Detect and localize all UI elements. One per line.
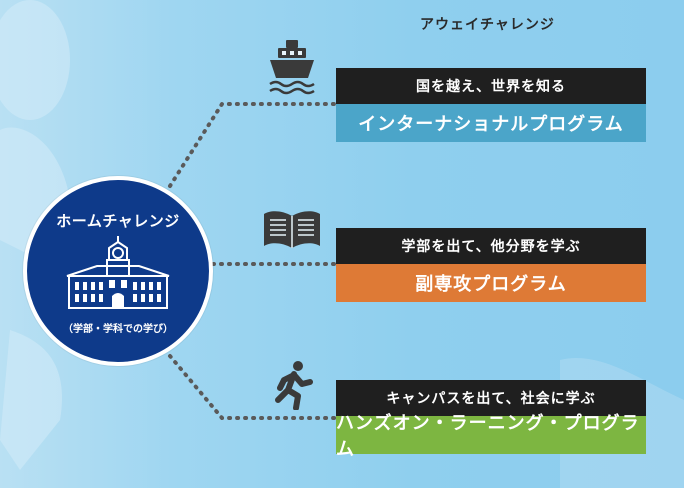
program-card-handson: キャンパスを出て、社会に学ぶ ハンズオン・ラーニング・プログラム <box>336 380 646 460</box>
program-name: 副専攻プログラム <box>336 264 646 302</box>
home-challenge-circle: ホームチャレンジ （学部・学科での学び） <box>23 176 213 366</box>
program-tagline: 学部を出て、他分野を学ぶ <box>336 228 646 264</box>
program-name: インターナショナルプログラム <box>336 104 646 142</box>
away-challenge-title: アウェイチャレンジ <box>420 17 555 33</box>
running-person-icon <box>275 361 313 410</box>
home-challenge-title: ホームチャレンジ <box>56 212 180 230</box>
program-card-international: 国を越え、世界を知る インターナショナルプログラム <box>336 68 646 142</box>
home-challenge-subtitle: （学部・学科での学び） <box>63 324 173 335</box>
program-tagline: 国を越え、世界を知る <box>336 68 646 104</box>
building-icon <box>66 236 170 309</box>
open-book-icon <box>264 211 320 248</box>
ship-icon <box>269 40 315 95</box>
program-card-minor: 学部を出て、他分野を学ぶ 副専攻プログラム <box>336 228 646 302</box>
program-name: ハンズオン・ラーニング・プログラム <box>336 413 646 460</box>
connector-international <box>168 102 338 188</box>
connector-handson <box>168 354 338 420</box>
program-tagline: キャンパスを出て、社会に学ぶ <box>336 380 646 416</box>
